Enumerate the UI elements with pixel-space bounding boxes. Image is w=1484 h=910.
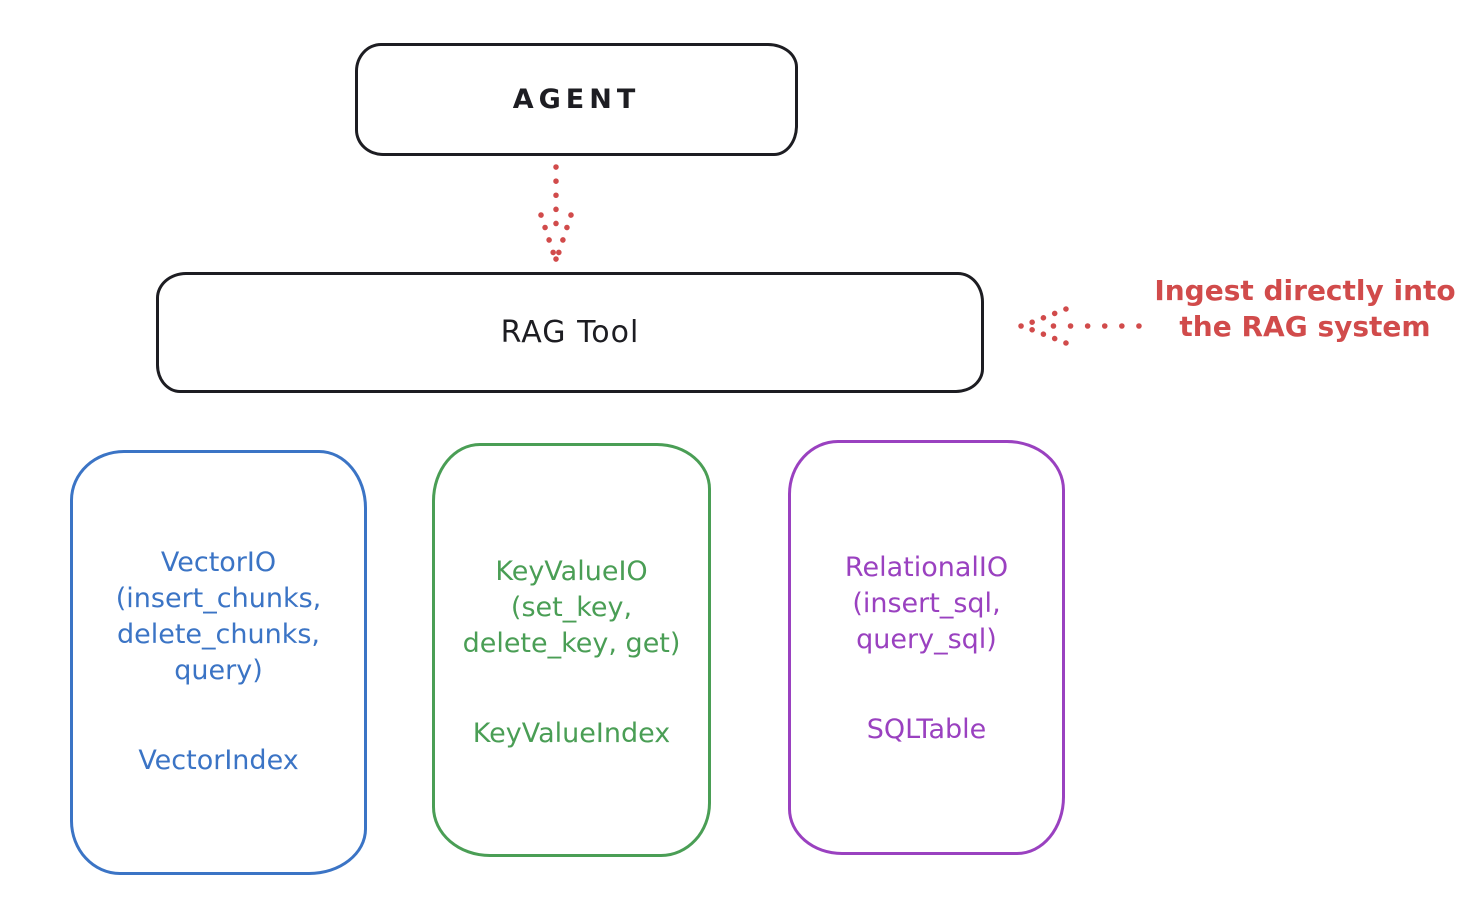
- annotation-text: Ingest directly into the RAG system: [1138, 273, 1472, 346]
- agent-box-label: AGENT: [512, 84, 641, 115]
- relational-io-title-line: (insert_sql,: [852, 588, 1001, 619]
- vector-index-label: VectorIndex: [138, 745, 299, 776]
- relational-io-title-line: RelationalIO: [844, 552, 1009, 583]
- vector-io-box: VectorIO (insert_chunks, delete_chunks, …: [70, 450, 367, 875]
- keyvalue-io-box: KeyValueIO (set_key, delete_key, get) Ke…: [432, 443, 711, 857]
- vector-io-title-line: (insert_chunks,: [115, 583, 322, 614]
- vector-io-title-line: query): [174, 655, 263, 686]
- keyvalue-io-title-line: delete_key, get): [462, 628, 681, 659]
- keyvalue-io-title-line: KeyValueIO: [495, 556, 648, 587]
- arrow-down-agent-to-rag-icon: [538, 164, 574, 262]
- relational-io-title-line: query_sql): [856, 624, 997, 655]
- rag-tool-box-label: RAG Tool: [500, 315, 640, 350]
- rag-tool-box: RAG Tool: [156, 272, 984, 393]
- vector-io-title-line: VectorIO: [160, 547, 277, 578]
- annotation-line-2: the RAG system: [1179, 310, 1431, 344]
- vector-io-title-line: delete_chunks,: [116, 619, 321, 650]
- annotation-line-1: Ingest directly into: [1154, 274, 1456, 307]
- relational-io-box: RelationalIO (insert_sql, query_sql) SQL…: [788, 440, 1065, 855]
- keyvalue-index-label: KeyValueIndex: [472, 718, 671, 749]
- keyvalue-io-title-line: (set_key,: [510, 592, 633, 623]
- agent-box: AGENT: [355, 43, 798, 156]
- sql-table-label: SQLTable: [866, 714, 987, 745]
- arrow-left-annotation-to-rag-icon: [1018, 306, 1142, 346]
